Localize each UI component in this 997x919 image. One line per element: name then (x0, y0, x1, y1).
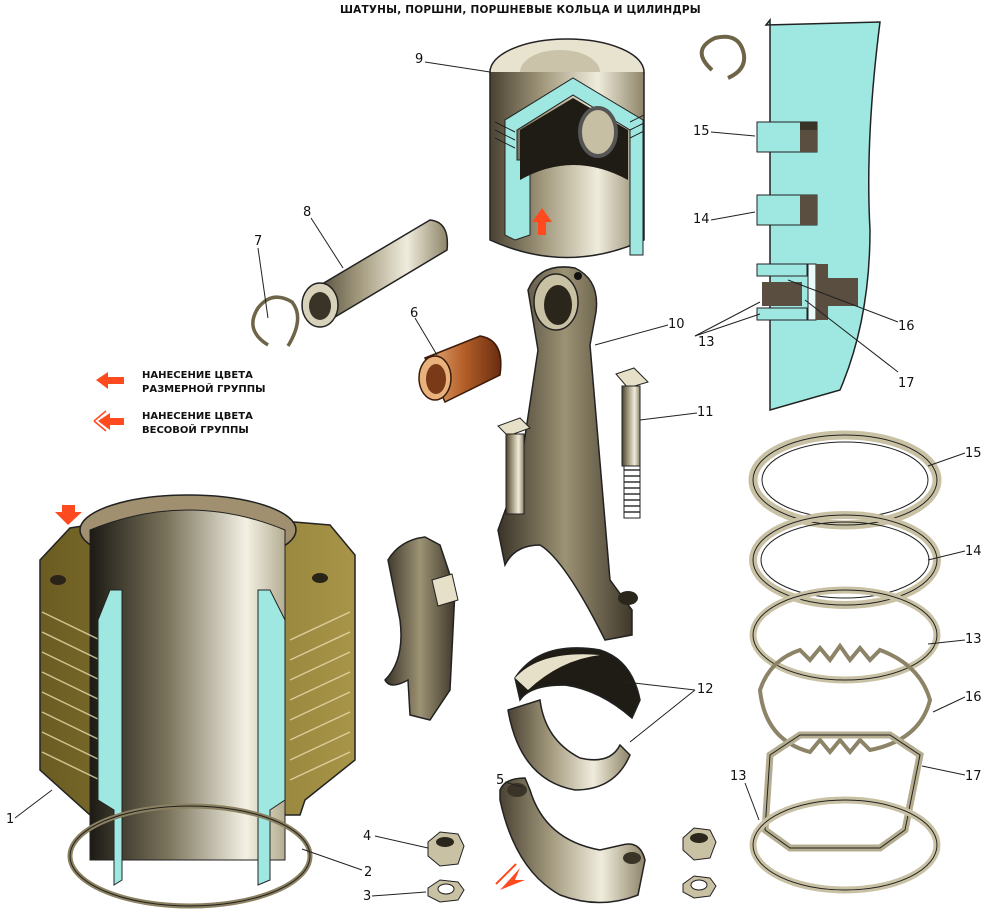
callout-13-bottom: 13 (730, 769, 747, 784)
callout-1: 1 (6, 812, 15, 827)
callout-8: 8 (303, 205, 312, 220)
leader-lines (14, 61, 966, 897)
double-arrow-icon (93, 410, 124, 432)
callout-9: 9 (415, 52, 424, 67)
callout-3: 3 (363, 889, 372, 904)
callout-5: 5 (496, 773, 505, 788)
callout-14-section: 14 (693, 212, 710, 227)
callout-13-rings: 13 (965, 632, 982, 647)
oil-ring-expander-wavy (757, 642, 933, 756)
callout-16-rings: 16 (965, 690, 982, 705)
legend-weight-group-line1: НАНЕСЕНИЕ ЦВЕТА (142, 411, 253, 422)
legend-size-group: НАНЕСЕНИЕ ЦВЕТА РАЗМЕРНОЙ ГРУППЫ (142, 369, 266, 397)
rod-bolt-right (615, 367, 649, 519)
callout-11: 11 (697, 405, 714, 420)
cylinder-size-marker-arrow (55, 505, 82, 525)
connecting-rod (497, 266, 638, 641)
cylinder (39, 494, 356, 886)
weight-group-marker-arrow (500, 868, 525, 890)
callout-6: 6 (410, 306, 419, 321)
legend-size-group-line2: РАЗМЕРНОЙ ГРУППЫ (142, 384, 266, 395)
rod-cap (495, 777, 646, 904)
nut-right (682, 827, 717, 861)
oil-ring-rail-top (749, 586, 941, 684)
callout-7: 7 (254, 234, 263, 249)
legend-weight-group: НАНЕСЕНИЕ ЦВЕТА ВЕСОВОЙ ГРУППЫ (142, 410, 253, 438)
piston (489, 38, 645, 259)
single-arrow-icon (96, 372, 124, 389)
snap-ring (251, 295, 300, 347)
callout-12: 12 (697, 682, 714, 697)
figure-title: ШАТУНЫ, ПОРШНИ, ПОРШНЕВЫЕ КОЛЬЦА И ЦИЛИН… (340, 4, 701, 16)
ring-groove-section (756, 17, 881, 411)
rod-bolt-left (497, 417, 531, 515)
size-group-marker-arrow (532, 208, 552, 235)
callout-2: 2 (364, 865, 373, 880)
legend-size-group-line1: НАНЕСЕНИЕ ЦВЕТА (142, 370, 253, 381)
callout-17-rings: 17 (965, 769, 982, 784)
bushing (418, 335, 502, 404)
callout-4: 4 (363, 829, 372, 844)
oil-ring-rail-bottom (749, 796, 941, 894)
rod-cap-side-view (384, 536, 456, 721)
oil-ring-expander-axial (761, 731, 924, 852)
washer-nut-right (682, 875, 717, 899)
callout-14-rings: 14 (965, 544, 982, 559)
piston-pin (301, 219, 449, 328)
callout-13-section: 13 (698, 335, 715, 350)
callout-10: 10 (668, 317, 685, 332)
washer-nut-left (427, 879, 465, 903)
nut-left (427, 831, 465, 867)
snap-ring-top (699, 34, 747, 80)
callout-17-section: 17 (898, 376, 915, 391)
bearing-shells (507, 647, 641, 791)
callout-15-rings: 15 (965, 446, 982, 461)
callout-16-section: 16 (898, 319, 915, 334)
callout-15-section: 15 (693, 124, 710, 139)
legend-weight-group-line2: ВЕСОВОЙ ГРУППЫ (142, 425, 249, 436)
